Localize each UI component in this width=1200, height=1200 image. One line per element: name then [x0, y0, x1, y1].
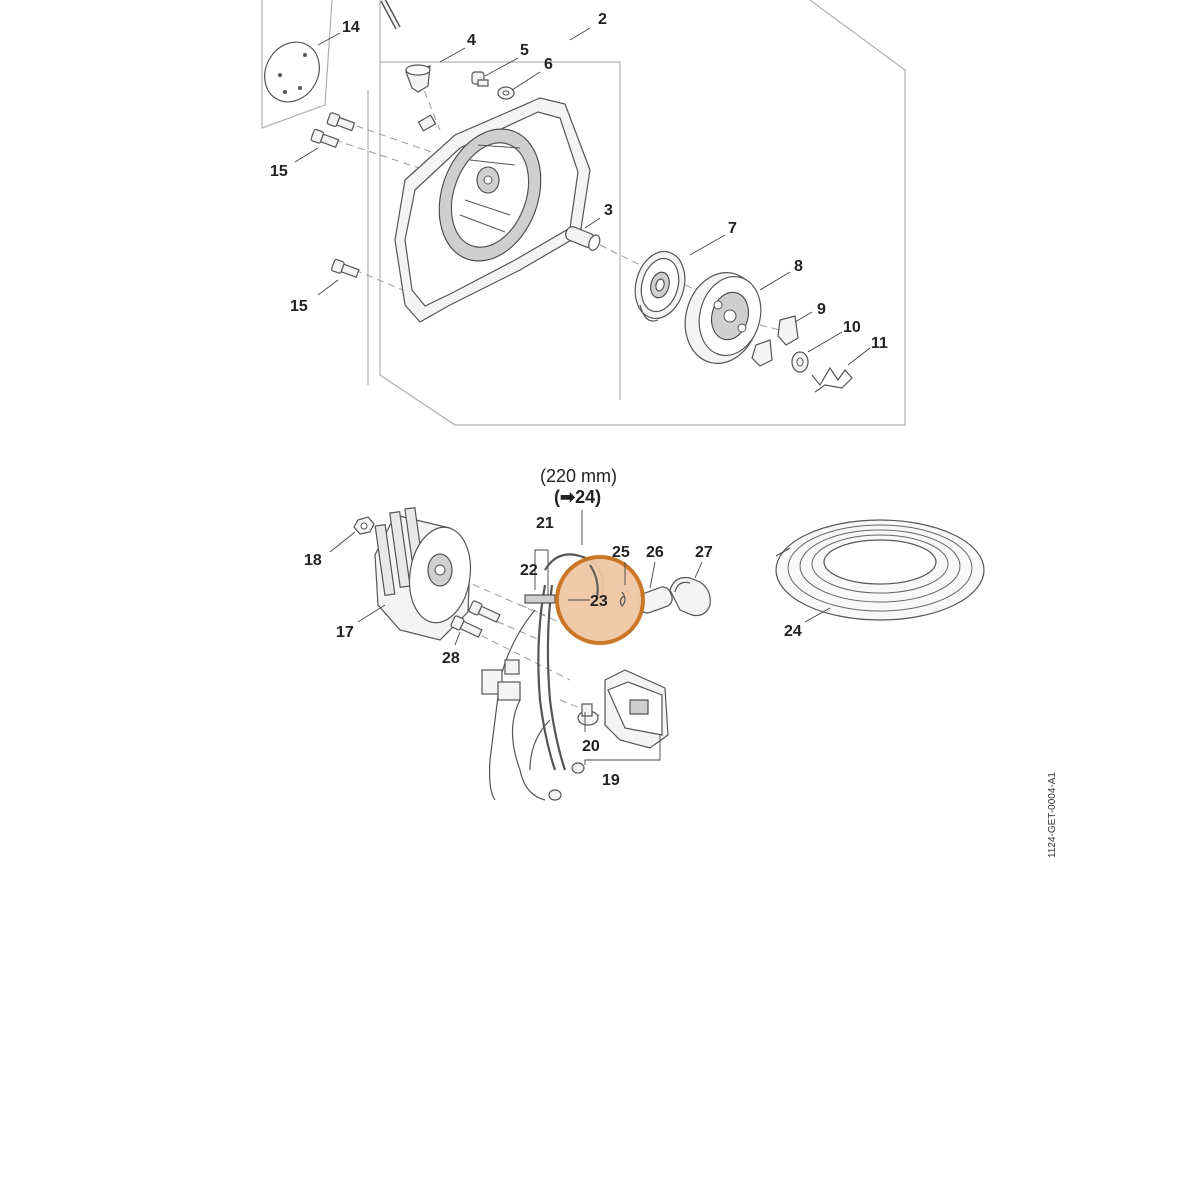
callout-22: 22 — [520, 562, 538, 579]
callout-labels: 2 4 5 6 14 15 15 3 7 8 9 10 11 (220 mm) … — [270, 11, 1058, 858]
document-id: 1124-GET-0004-A1 — [1047, 772, 1058, 858]
part-4-grommet — [405, 64, 431, 93]
callout-24: 24 — [784, 623, 802, 640]
callout-20: 20 — [582, 738, 600, 755]
callout-18: 18 — [304, 552, 322, 569]
callout-9: 9 — [817, 301, 826, 318]
part-9-pawl — [751, 315, 799, 367]
reference-note: (➡24) — [554, 487, 601, 507]
part-8-rope-rotor — [684, 272, 762, 364]
callout-8: 8 — [794, 258, 803, 275]
callout-4: 4 — [467, 32, 476, 49]
dimension-note: (220 mm) — [540, 466, 617, 486]
part-19-ignition-module — [604, 669, 669, 749]
part-18-nut — [353, 516, 375, 535]
callout-14: 14 — [342, 19, 360, 36]
callout-19: 19 — [602, 772, 620, 789]
callout-23: 23 — [590, 593, 608, 610]
callout-28: 28 — [442, 650, 460, 667]
part-10-washer — [791, 351, 809, 373]
part-11-spring-clip — [811, 366, 853, 393]
part-15-screws-upper — [310, 112, 356, 149]
callout-11: 11 — [871, 335, 888, 352]
leader-lines — [294, 27, 871, 765]
callout-15-lower: 15 — [290, 298, 308, 315]
callout-27: 27 — [695, 544, 713, 561]
part-3-pin — [565, 226, 601, 251]
highlight-part-23 — [555, 555, 645, 645]
part-20-nut — [577, 703, 599, 726]
part-6-washer — [497, 86, 515, 100]
callout-2: 2 — [598, 11, 607, 28]
part-17-flywheel — [374, 506, 472, 641]
callout-26: 26 — [646, 544, 664, 561]
wiring-harness — [481, 553, 605, 801]
part-14-diaphragm — [264, 41, 320, 103]
part-24-rope-coil — [775, 519, 985, 621]
callout-5: 5 — [520, 42, 529, 59]
part-2-fan-housing — [394, 97, 591, 323]
part-7-rewind-spring — [634, 250, 686, 322]
callout-17: 17 — [336, 624, 354, 641]
callout-6: 6 — [544, 56, 553, 73]
part-15-screw-lower — [331, 258, 360, 279]
callout-3: 3 — [604, 202, 613, 219]
callout-25: 25 — [612, 544, 630, 561]
part-27-spark-plug-boot — [669, 576, 711, 617]
part-5-screw — [471, 71, 489, 87]
part-28-screws — [450, 600, 501, 638]
callout-15-upper: 15 — [270, 163, 288, 180]
rod — [380, 0, 401, 30]
callout-21: 21 — [536, 515, 554, 532]
callout-7: 7 — [728, 220, 737, 237]
upper-assembly-frames — [261, 0, 906, 426]
callout-10: 10 — [843, 319, 861, 336]
